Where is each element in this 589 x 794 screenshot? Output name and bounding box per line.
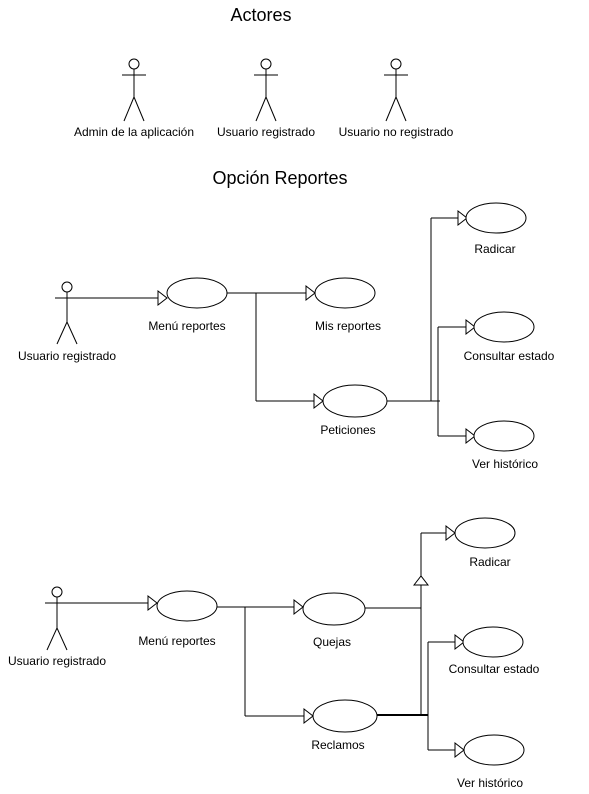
d2-claims-label: Reclamos <box>311 738 364 752</box>
d1-actor-figure <box>55 281 79 345</box>
actor-unregistered-label: Usuario no registrado <box>339 125 454 139</box>
d1-usecase-requests <box>322 384 388 418</box>
d2-arrow-up-file <box>412 575 430 586</box>
d2-arrow-claims <box>303 707 314 725</box>
d2-arrow-complaints <box>293 598 304 616</box>
d1-arrow-history <box>465 427 476 445</box>
d2-usecase-complaints <box>302 592 366 626</box>
d1-status-label: Consultar estado <box>464 349 555 363</box>
d2-status-label: Consultar estado <box>449 662 540 676</box>
d1-usecase-status <box>473 311 535 343</box>
d1-arrow-menu <box>157 289 168 307</box>
d1-usecase-menu <box>166 277 228 309</box>
d2-file-label: Radicar <box>469 555 510 569</box>
d2-usecase-history <box>463 734 525 766</box>
d2-arrow-file <box>445 524 456 542</box>
d2-usecase-file <box>454 517 516 549</box>
d1-arrow-my-reports <box>305 284 316 302</box>
d1-usecase-my-reports <box>314 277 376 309</box>
d2-arrow-menu <box>147 594 158 612</box>
d2-complaints-label: Quejas <box>313 635 351 649</box>
d1-arrow-file <box>457 209 468 227</box>
d1-file-label: Radicar <box>474 242 515 256</box>
d2-history-label: Ver histórico <box>457 776 523 790</box>
reports-option-title: Opción Reportes <box>212 168 347 188</box>
actor-unregistered-figure <box>384 58 408 122</box>
actor-registered-label: Usuario registrado <box>217 125 315 139</box>
d2-arrow-history <box>454 741 465 759</box>
d2-actor-label: Usuario registrado <box>8 654 106 668</box>
d1-usecase-file <box>465 202 527 234</box>
actor-registered-figure <box>254 58 278 122</box>
d1-actor-label: Usuario registrado <box>18 349 116 363</box>
d1-arrow-requests <box>313 392 324 410</box>
d2-menu-label: Menú reportes <box>138 634 215 648</box>
d1-requests-label: Peticiones <box>320 423 375 437</box>
d1-my-reports-label: Mis reportes <box>315 319 381 333</box>
d1-usecase-history <box>473 420 535 452</box>
actors-title: Actores <box>230 5 291 25</box>
d2-usecase-menu <box>156 590 218 622</box>
d1-history-label: Ver histórico <box>472 457 538 471</box>
d2-arrow-status <box>454 633 465 651</box>
d1-arrow-status <box>465 318 476 336</box>
d1-menu-label: Menú reportes <box>148 319 225 333</box>
d2-actor-figure <box>45 586 69 651</box>
d2-usecase-status <box>462 626 524 658</box>
actor-admin-label: Admin de la aplicación <box>74 125 194 139</box>
d2-usecase-claims <box>312 699 378 733</box>
actor-admin-figure <box>122 58 146 122</box>
